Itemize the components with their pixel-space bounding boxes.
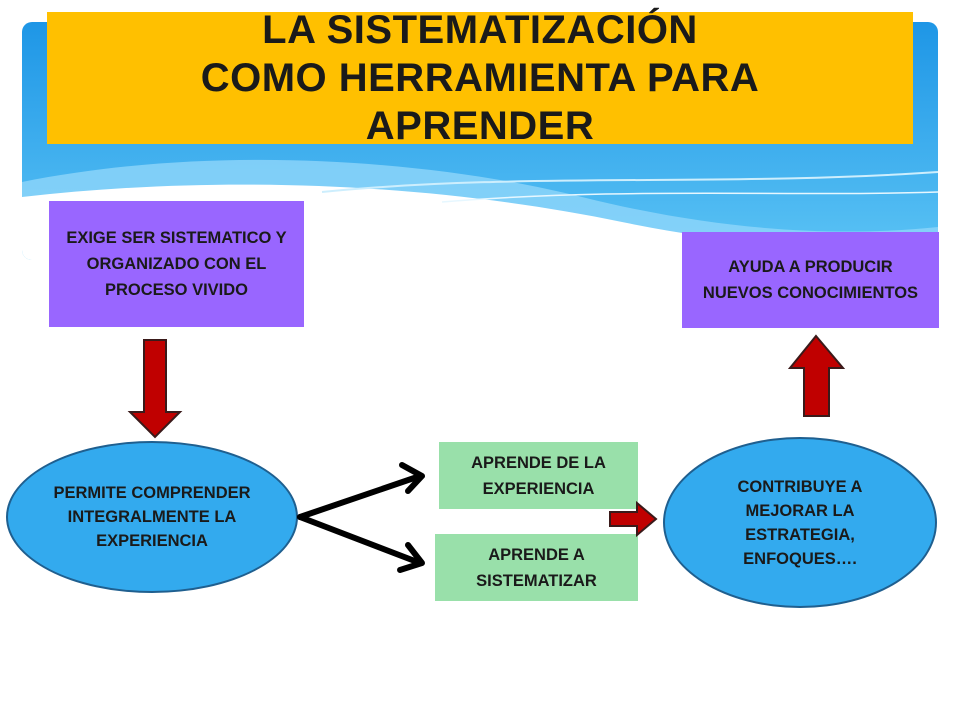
node-ayuda: AYUDA A PRODUCIR NUEVOS CONOCIMIENTOS (682, 232, 939, 328)
node-contribuye: CONTRIBUYE A MEJORAR LA ESTRATEGIA, ENFO… (663, 437, 937, 608)
node-aprende-sistematizar: APRENDE A SISTEMATIZAR (435, 534, 638, 601)
node-contribuye-label: CONTRIBUYE A MEJORAR LA ESTRATEGIA, ENFO… (737, 477, 863, 568)
fork-arrowhead-upper (399, 462, 425, 494)
node-exige: EXIGE SER SISTEMATICO Y ORGANIZADO CON E… (49, 201, 304, 327)
node-aprende-experiencia: APRENDE DE LA EXPERIENCIA (439, 442, 638, 509)
fork-line-upper (297, 473, 423, 520)
node-aprende-experiencia-label: APRENDE DE LA EXPERIENCIA (471, 453, 606, 498)
title-banner: LA SISTEMATIZACIÓN COMO HERRAMIENTA PARA… (47, 8, 913, 148)
fork-line-lower (297, 514, 423, 566)
node-permite-label: PERMITE COMPRENDER INTEGRALMENTE LA EXPE… (53, 484, 251, 550)
node-exige-label: EXIGE SER SISTEMATICO Y ORGANIZADO CON E… (66, 229, 287, 299)
down-arrow (127, 339, 183, 439)
page-title: LA SISTEMATIZACIÓN COMO HERRAMIENTA PARA… (200, 8, 760, 148)
node-aprende-sistematizar-label: APRENDE A SISTEMATIZAR (476, 545, 597, 590)
node-ayuda-label: AYUDA A PRODUCIR NUEVOS CONOCIMIENTOS (702, 258, 919, 302)
fork-arrowhead-lower (397, 542, 425, 573)
node-permite: PERMITE COMPRENDER INTEGRALMENTE LA EXPE… (6, 441, 298, 593)
right-arrow (609, 500, 658, 538)
up-arrow (787, 334, 846, 417)
